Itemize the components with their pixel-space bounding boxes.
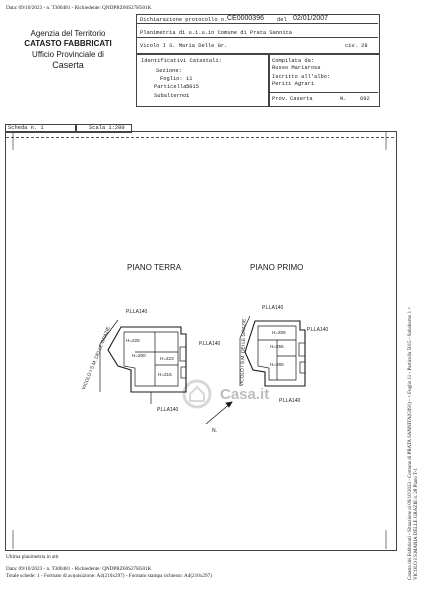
room-height-label: H=215 (158, 372, 172, 377)
parcel-label: P.LLA140 (307, 327, 329, 333)
prov-label: Prov. (272, 96, 289, 102)
scheda-label: Scheda n. 1 (8, 125, 44, 131)
room-height-label: H=223 (160, 356, 174, 361)
north-label: N. (212, 428, 217, 434)
subalterno-label: Subalterno: (154, 93, 190, 99)
watermark-text: Casa.it (220, 386, 270, 403)
n-label: N. (340, 96, 347, 102)
foglio-label: Foglio: (160, 76, 183, 82)
parcel-label: P.LLA140 (157, 407, 179, 413)
catasto-title: CATASTO FABBRICATI (24, 39, 112, 49)
compilatore-box (268, 54, 380, 107)
scale-label: Scala 1:200 (89, 125, 125, 131)
first-floor-title: PIANO PRIMO (250, 263, 304, 272)
info-divider (136, 37, 378, 38)
declaration-date: 02/01/2007 (293, 15, 329, 22)
info-divider (136, 23, 378, 24)
room-height-label: H=205 (272, 330, 286, 335)
frame-corner-ticks (12, 131, 387, 549)
info-top-box (136, 14, 380, 54)
particella-value: 5015 (186, 84, 199, 90)
agency-name: Agenzia del Territorio (30, 29, 106, 38)
parcel-label: P.LLA140 (279, 398, 301, 404)
side-stamp-line: VICOLO I S.MARIA DELLE GRAZIE n. 28 Pian… (414, 468, 419, 580)
ufficio-label: Ufficio Provinciale di (32, 49, 104, 59)
parcel-label: P.LLA140 (199, 341, 221, 347)
ground-floor-title: PIANO TERRA (127, 263, 182, 272)
ultima-planimetria: Ultima planimetria in atti (6, 554, 59, 560)
compilata-label: Compilata da: (272, 58, 315, 64)
agency-block: Agenzia del Territorio CATASTO FABBRICAT… (12, 29, 124, 71)
foglio-value: 11 (186, 76, 193, 82)
room-height-label: H=265 (270, 362, 284, 367)
footer-schede: Totale schede: 1 - Formato di acquisizio… (6, 573, 212, 579)
address: Vicolo I S. Maria Delle Gr. (140, 43, 228, 49)
first-floor-plan (239, 315, 306, 387)
iscritto-label: Iscritto all'albo: (272, 74, 331, 80)
scheda-box (5, 124, 77, 133)
prov-value: Caserta (290, 96, 313, 102)
frame-dashed-line (6, 137, 394, 138)
header-stamp: Data: 09/10/2023 - n. T300481 - Richiede… (6, 5, 152, 11)
drawing-frame (5, 131, 397, 551)
info-divider (268, 92, 378, 93)
ground-floor-plan (99, 319, 187, 404)
room-height-label: H=255 (270, 344, 284, 349)
n-value: 692 (360, 96, 370, 102)
north-arrow (205, 401, 233, 425)
footer-stamp: Data: 09/10/2023 - n. T300481 - Richiede… (6, 566, 152, 572)
parcel-label: P.LLA140 (262, 305, 284, 311)
identificativi-label: Identificativi Catastali: (141, 58, 222, 64)
identificativi-box (136, 54, 270, 107)
dichiarazione-label: Dichiarazione protocollo n. (140, 17, 228, 23)
del-label: del (277, 17, 287, 23)
province-name: Caserta (52, 60, 84, 71)
particella-label: Particella: (154, 84, 190, 90)
planimetria-line: Planimetria di u.i.u.in Comune di Prata … (140, 30, 293, 36)
albo-value: Periti Agrari (272, 81, 315, 87)
room-height-label: H=200 (132, 353, 146, 358)
watermark-logo (182, 379, 212, 409)
room-height-label: H=225 (126, 338, 140, 343)
dichiarazione-number: CE0000396 (227, 15, 264, 22)
compilatore-name: Russo Mariarosa (272, 65, 321, 71)
scale-box (75, 124, 132, 133)
side-stamp: Catasto dei Fabbricati - Situazione al 0… (408, 220, 420, 580)
civic-number: civ. 28 (345, 43, 368, 49)
sezione-label: Sezione: (156, 68, 182, 74)
parcel-label: P.LLA140 (126, 309, 148, 315)
subalterno-value: 1 (186, 93, 190, 99)
